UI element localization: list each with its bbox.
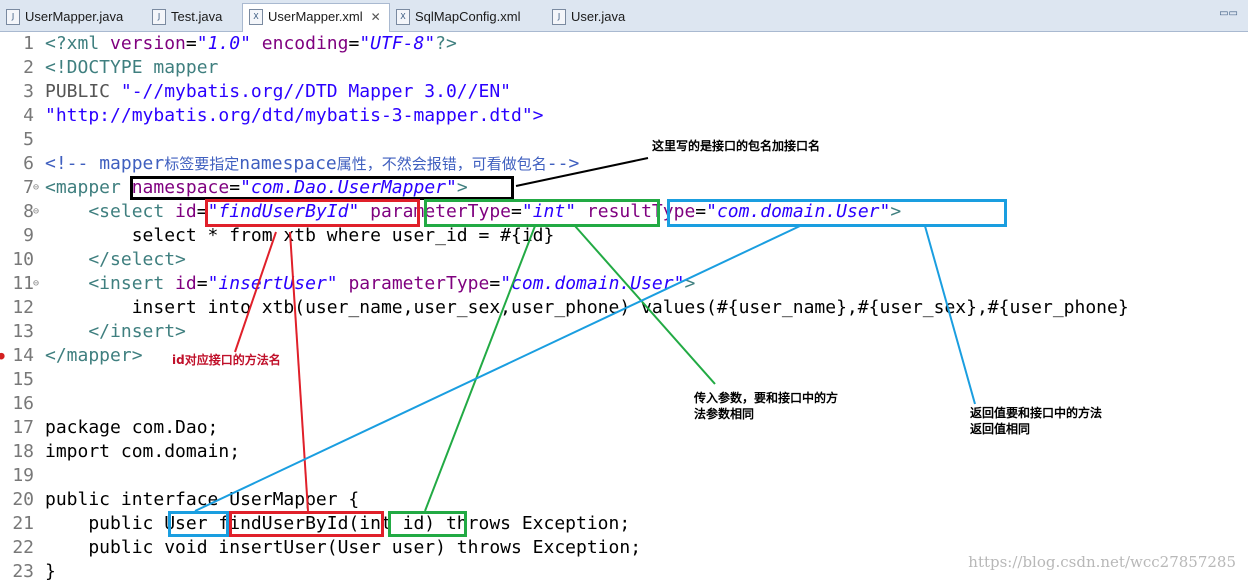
line-number: 23 xyxy=(12,561,34,582)
resulttype-highlight-box xyxy=(667,199,1007,227)
code-line-1: <?xml version="1.0" encoding="UTF-8"?> xyxy=(45,33,457,54)
parametertype-highlight-box xyxy=(424,199,660,227)
code-line-2: <!DOCTYPE mapper xyxy=(45,57,219,78)
close-icon[interactable]: ✕ xyxy=(370,10,381,24)
code-line-8: <select id="findUserById" parameterType=… xyxy=(45,201,902,222)
line-number: 19 xyxy=(12,465,34,486)
method-name-highlight-box xyxy=(229,511,384,537)
line-number: 10 xyxy=(12,249,34,270)
line-number: 16 xyxy=(12,393,34,414)
fold-collapse-icon[interactable]: ⊖ xyxy=(33,182,40,193)
line-number: 12 xyxy=(12,297,34,318)
result-annotation: 返回值要和接口中的方法返回值相同 xyxy=(970,406,1103,436)
code-line-14: </mapper> xyxy=(45,345,143,366)
line-number: 4 xyxy=(23,105,34,126)
line-number: 3 xyxy=(23,81,34,102)
line-number: 15 xyxy=(12,369,34,390)
fold-collapse-icon[interactable]: ⊖ xyxy=(33,278,40,289)
code-line-10: </select> xyxy=(45,249,186,270)
id-annotation: id对应接口的方法名 xyxy=(172,353,281,367)
error-marker-icon[interactable]: ● xyxy=(0,349,5,362)
line-number: 13 xyxy=(12,321,34,342)
line-number: 22 xyxy=(12,537,34,558)
java-file-icon: J xyxy=(6,8,20,25)
code-line-12: insert into xtb(user_name,user_sex,user_… xyxy=(45,297,1129,318)
line-number: 9 xyxy=(23,225,34,246)
line-number: 21 xyxy=(12,513,34,534)
return-type-highlight-box xyxy=(168,511,229,537)
id-highlight-box xyxy=(205,199,420,227)
code-line-6: <!-- mapper标签要指定namespace属性，不然会报错，可看做包名-… xyxy=(45,153,580,174)
code-line-7: <mapper namespace="com.Dao.UserMapper"> xyxy=(45,177,468,198)
line-number: 8 xyxy=(23,201,34,222)
code-line-23: } xyxy=(45,561,56,582)
code-line-9: select * from xtb where user_id = #{id} xyxy=(45,225,555,246)
line-number: 17 xyxy=(12,417,34,438)
fold-collapse-icon[interactable]: ⊖ xyxy=(33,206,40,217)
line-number: 7 xyxy=(23,177,34,198)
code-line-4: "http://mybatis.org/dtd/mybatis-3-mapper… xyxy=(45,105,544,126)
parameter-highlight-box xyxy=(388,511,467,537)
code-line-13: </insert> xyxy=(45,321,186,342)
xml-file-icon: X xyxy=(396,8,410,25)
code-line-20: public interface UserMapper { xyxy=(45,489,360,510)
code-line-21: public User findUserById(int id) throws … xyxy=(45,513,631,534)
line-number: 11 xyxy=(12,273,34,294)
code-line-3: PUBLIC "-//mybatis.org//DTD Mapper 3.0//… xyxy=(45,81,511,102)
code-line-11: <insert id="insertUser" parameterType="c… xyxy=(45,273,696,294)
line-number: 1 xyxy=(23,33,34,54)
code-editor[interactable]: 1 2 3 4 5 6 7 8 9 10 11 12 13 14 15 16 1… xyxy=(0,32,1248,583)
namespace-annotation: 这里写的是接口的包名加接口名 xyxy=(652,139,821,153)
watermark-text: https://blog.csdn.net/wcc27857285 xyxy=(968,553,1236,571)
line-number: 6 xyxy=(23,153,34,174)
java-file-icon: J xyxy=(152,8,166,25)
minimize-maximize-icon[interactable]: ▭▭ xyxy=(1219,8,1238,19)
java-file-icon: J xyxy=(552,8,566,25)
line-number: 2 xyxy=(23,57,34,78)
code-line-18: import com.domain; xyxy=(45,441,241,462)
xml-file-icon: X xyxy=(249,8,263,25)
code-line-22: public void insertUser(User user) throws… xyxy=(45,537,642,558)
line-number: 5 xyxy=(23,129,34,150)
namespace-highlight-box xyxy=(130,176,514,200)
line-number: 20 xyxy=(12,489,34,510)
parameter-annotation: 传入参数，要和接口中的方法参数相同 xyxy=(694,391,839,421)
line-number: 14 xyxy=(12,345,34,366)
code-line-17: package com.Dao; xyxy=(45,417,219,438)
line-number: 18 xyxy=(12,441,34,462)
